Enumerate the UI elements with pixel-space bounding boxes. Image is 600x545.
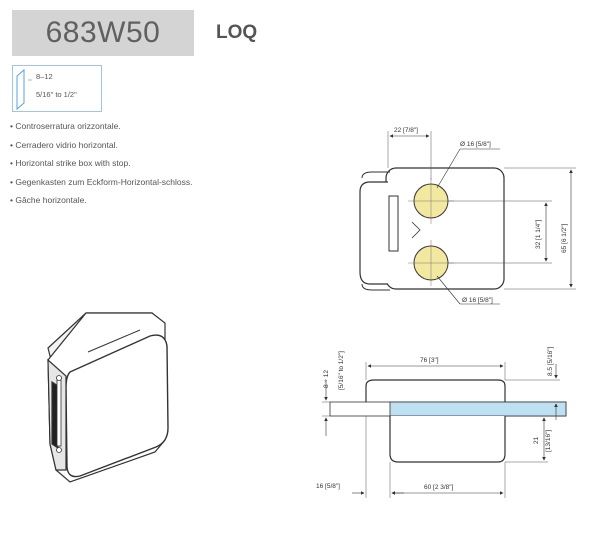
dim-lower-width: 60 [2 3/8"] [424, 484, 454, 491]
brand-name: LOQ [216, 22, 258, 43]
glass-thickness-box [12, 65, 102, 112]
side-view-drawing: 76 [3"] 8 ÷ 12 [5/16" to 1/2"] 8.5 [5/16… [316, 346, 567, 498]
dim-top-clearance: 8.5 [5/16"] [547, 346, 554, 376]
description-fr: Gâche horizontale. [10, 195, 230, 205]
dim-lower-height-inch: [13/16"] [545, 430, 552, 452]
dim-height-total: 65 [6 1/2"] [561, 223, 568, 253]
description-list: Controserratura orizzontale. Cerradero v… [10, 121, 230, 214]
thickness-range-mm: 8–12 [36, 72, 53, 81]
dim-width-total: 76 [3"] [420, 357, 439, 364]
dim-hole-top: Ø 16 [5/8"] [460, 141, 491, 148]
product-code: 683W50 [45, 16, 161, 49]
dim-left-offset: 16 [5/8"] [316, 483, 340, 490]
dim-hole-bottom: Ø 16 [5/8"] [462, 297, 493, 304]
description-it: Controserratura orizzontale. [10, 121, 230, 131]
dim-lower-height: 21 [533, 436, 540, 444]
dim-glass-range-inch: [5/16" to 1/2"] [338, 351, 345, 390]
product-code-box: 683W50 [12, 10, 194, 56]
description-de: Gegenkasten zum Eckform-Horizontal-schlo… [10, 177, 230, 187]
dim-hole-spacing: 32 [1 1/4"] [535, 219, 542, 249]
product-3d-view [47, 312, 169, 483]
dim-glass-range: 8 ÷ 12 [323, 370, 330, 388]
thickness-range-inch: 5/16" to 1/2" [36, 90, 77, 99]
dim-top-offset: 22 [7/8"] [394, 127, 418, 134]
front-view-drawing: 22 [7/8"] Ø 16 [5/8"] Ø 16 [5/8"] 32 [1 … [359, 127, 576, 305]
description-es: Cerradero vidrio horizontal. [10, 140, 230, 150]
description-en: Horizontal strike box with stop. [10, 158, 230, 168]
